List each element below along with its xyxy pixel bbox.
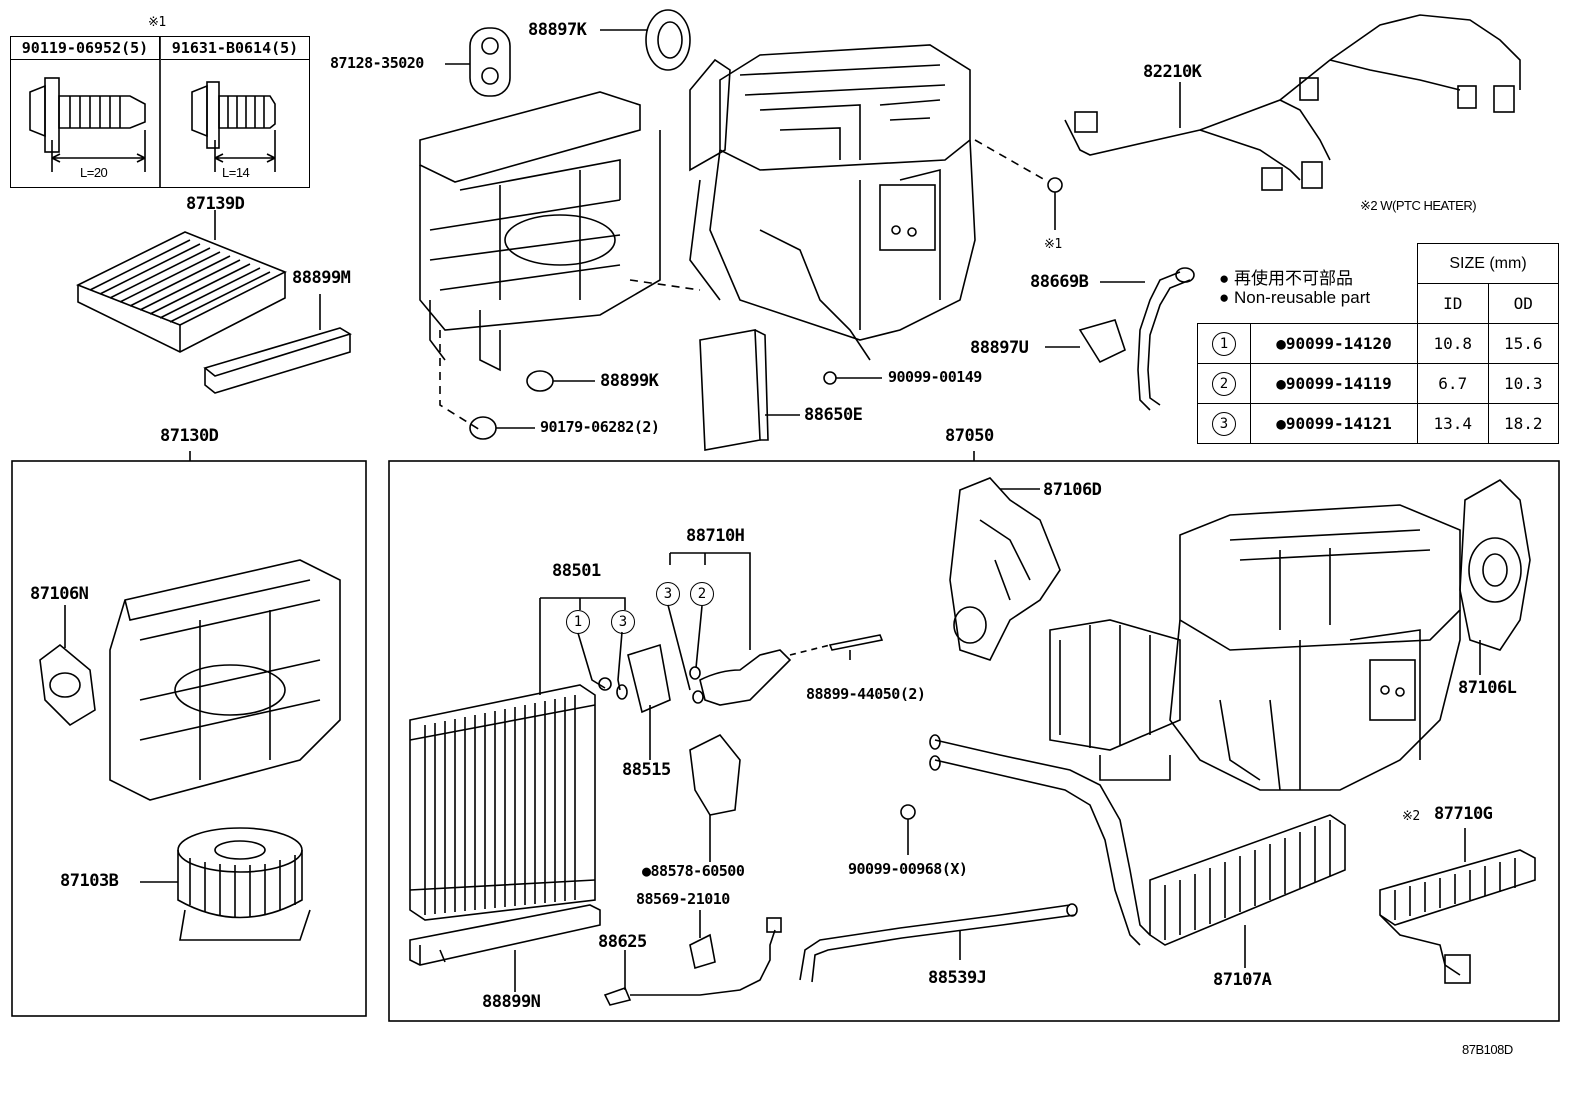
- diagram-code: 87B108D: [1462, 1042, 1513, 1057]
- bolt-length-2: L=14: [222, 165, 250, 180]
- label-90099-00968: 90099-00968(X): [848, 860, 968, 878]
- bolt-length-1: L=20: [80, 165, 108, 180]
- label-87128-35020: 87128-35020: [330, 54, 424, 72]
- label-88897K: 88897K: [528, 20, 587, 40]
- ref-circle-3: 3: [611, 610, 635, 634]
- cabin-filter-drawing: [76, 210, 287, 353]
- insulation-88578-drawing: [689, 733, 741, 862]
- ref-circle-1: 1: [566, 610, 590, 634]
- blower-motor-87103B-drawing: [140, 827, 311, 941]
- label-90099-00149: 90099-00149: [888, 368, 982, 386]
- blower-case-drawing: [109, 559, 341, 801]
- table-row: 3 ●90099-14121 13.4 18.2: [1197, 403, 1559, 444]
- label-88515: 88515: [622, 760, 671, 780]
- row-part: ●90099-14119: [1250, 363, 1418, 404]
- evaporator-88501-drawing: [409, 597, 628, 921]
- label-88578-60500: ●88578-60500: [642, 862, 745, 880]
- label-88625: 88625: [598, 932, 647, 952]
- hose-88539J-drawing: [799, 903, 1078, 983]
- label-87103B: 87103B: [60, 871, 119, 891]
- screw-note1-drawing: [1047, 177, 1063, 230]
- screw-90099-00968-drawing: [900, 804, 916, 855]
- seal-88897K-drawing: [600, 9, 691, 71]
- bolt-part-2: 91631-B0614(5): [161, 37, 309, 60]
- filter-cover-drawing: [203, 294, 352, 394]
- label-87710G: 87710G: [1434, 804, 1493, 824]
- table-row: 2 ●90099-14119 6.7 10.3: [1197, 363, 1559, 404]
- note1-mark: ※1: [148, 15, 166, 30]
- main-blower-drawing: [419, 91, 701, 431]
- actuator-87106D-drawing: [949, 477, 1061, 661]
- label-88899N: 88899N: [482, 992, 541, 1012]
- label-87130D: 87130D: [160, 426, 219, 446]
- note2-mark: ※2: [1402, 809, 1420, 824]
- label-88501: 88501: [552, 561, 601, 581]
- label-87106L: 87106L: [1458, 678, 1517, 698]
- ptc-heater-note: ※2 W(PTC HEATER): [1360, 198, 1477, 213]
- label-87050: 87050: [945, 426, 994, 446]
- row-part: ●90099-14121: [1250, 403, 1418, 444]
- actuator-87106N-drawing: [39, 605, 96, 727]
- label-88899-44050: 88899-44050(2): [806, 685, 926, 703]
- size-header: SIZE (mm): [1417, 243, 1559, 284]
- row-circle-2: 2: [1212, 371, 1236, 396]
- bolt-90119-icon: [29, 77, 146, 172]
- label-88897U: 88897U: [970, 338, 1029, 358]
- note1-mark-2: ※1: [1044, 237, 1062, 252]
- label-88899M: 88899M: [292, 268, 351, 288]
- label-87106N: 87106N: [30, 584, 89, 604]
- clip-90179-drawing: [469, 416, 535, 440]
- row-od: 15.6: [1487, 323, 1559, 364]
- module-88650E-drawing: [699, 329, 800, 451]
- label-90179-06282: 90179-06282(2): [540, 418, 660, 436]
- label-88569-21010: 88569-21010: [636, 890, 730, 908]
- ref-circle-3b: 3: [656, 582, 680, 606]
- ref-circle-2: 2: [690, 582, 714, 606]
- row-id: 6.7: [1417, 363, 1489, 404]
- ptc-heater-87710G-drawing: [1379, 828, 1536, 984]
- row-id: 13.4: [1417, 403, 1489, 444]
- row-id: 10.8: [1417, 323, 1489, 364]
- actuator-87106L-drawing: [1459, 479, 1531, 675]
- bolt-table: 90119-06952(5) 91631-B0614(5): [10, 36, 310, 188]
- bolt-91631-icon: [191, 81, 276, 172]
- nut-88899K-drawing: [526, 370, 595, 392]
- label-82210K: 82210K: [1143, 62, 1202, 82]
- label-88539J: 88539J: [928, 968, 987, 988]
- heater-housing-87050-drawing: [1049, 504, 1461, 791]
- label-88650E: 88650E: [804, 405, 863, 425]
- drain-hose-88669B-drawing: [1100, 267, 1195, 411]
- row-od: 10.3: [1487, 363, 1559, 404]
- label-88710H: 88710H: [686, 526, 745, 546]
- label-87139D: 87139D: [186, 194, 245, 214]
- table-row: 1 ●90099-14120 10.8 15.6: [1197, 323, 1559, 364]
- size-table: SIZE (mm) ID OD 1 ●90099-14120 10.8 15.6…: [1197, 243, 1559, 444]
- label-88669B: 88669B: [1030, 272, 1089, 292]
- block-88515-drawing: [627, 643, 671, 760]
- row-circle-1: 1: [1212, 331, 1236, 356]
- row-circle-3: 3: [1212, 411, 1236, 436]
- main-heater-housing-drawing: [689, 44, 1046, 361]
- label-88899K: 88899K: [600, 371, 659, 391]
- pipe-88710H-drawing: [667, 552, 884, 706]
- bolt-part-1: 90119-06952(5): [11, 37, 160, 60]
- wire-harness-drawing: [1064, 14, 1521, 191]
- row-part: ●90099-14120: [1250, 323, 1418, 364]
- screw-90099-00149-drawing: [823, 371, 882, 385]
- evaporator-seal-88899N-drawing: [409, 904, 601, 992]
- sensor-88625-drawing: [603, 910, 782, 1006]
- seal-87128-drawing: [445, 27, 511, 97]
- size-col-id: ID: [1417, 283, 1489, 324]
- label-87107A: 87107A: [1213, 970, 1272, 990]
- size-col-od: OD: [1487, 283, 1559, 324]
- label-87106D: 87106D: [1043, 480, 1102, 500]
- row-od: 18.2: [1487, 403, 1559, 444]
- heater-core-87107A-drawing: [929, 734, 1346, 968]
- blower-assembly-box: [11, 460, 367, 1017]
- valve-88897U-drawing: [1045, 319, 1126, 364]
